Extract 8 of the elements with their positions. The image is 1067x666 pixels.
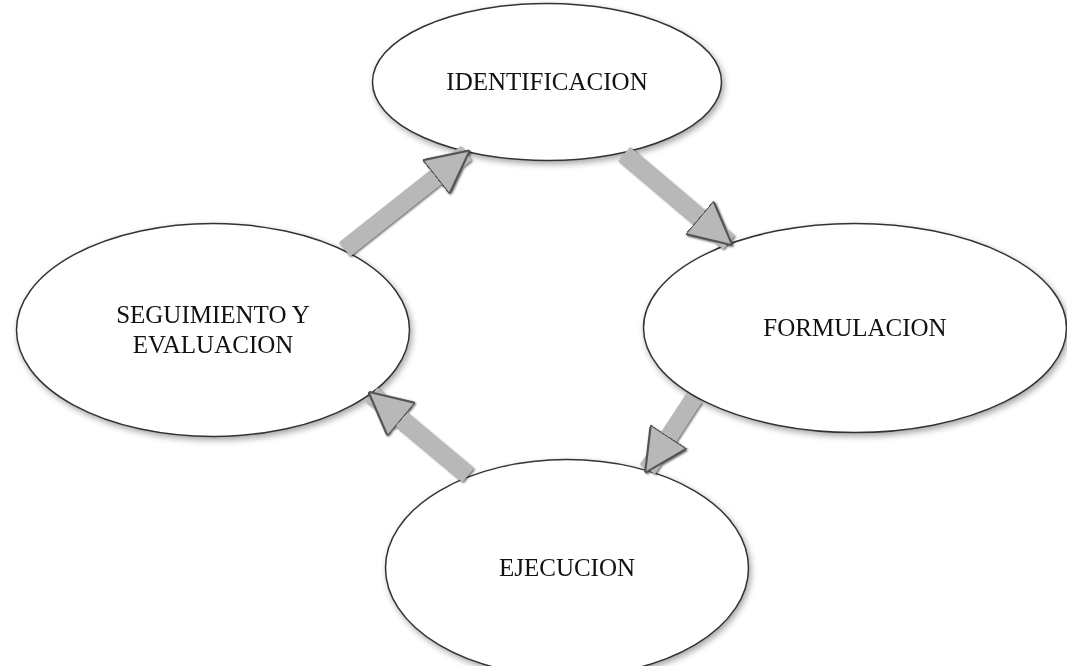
stage-label: SEGUIMIENTO Y EVALUACION [115, 300, 311, 360]
block-arrow [618, 147, 735, 250]
stage-label: IDENTIFICACION [446, 67, 648, 97]
block-arrow [339, 146, 472, 257]
block-arrow [365, 387, 475, 483]
block-arrow [639, 392, 702, 475]
stage-label: EJECUCION [498, 553, 636, 583]
stage-label: FORMULACION [763, 313, 947, 343]
